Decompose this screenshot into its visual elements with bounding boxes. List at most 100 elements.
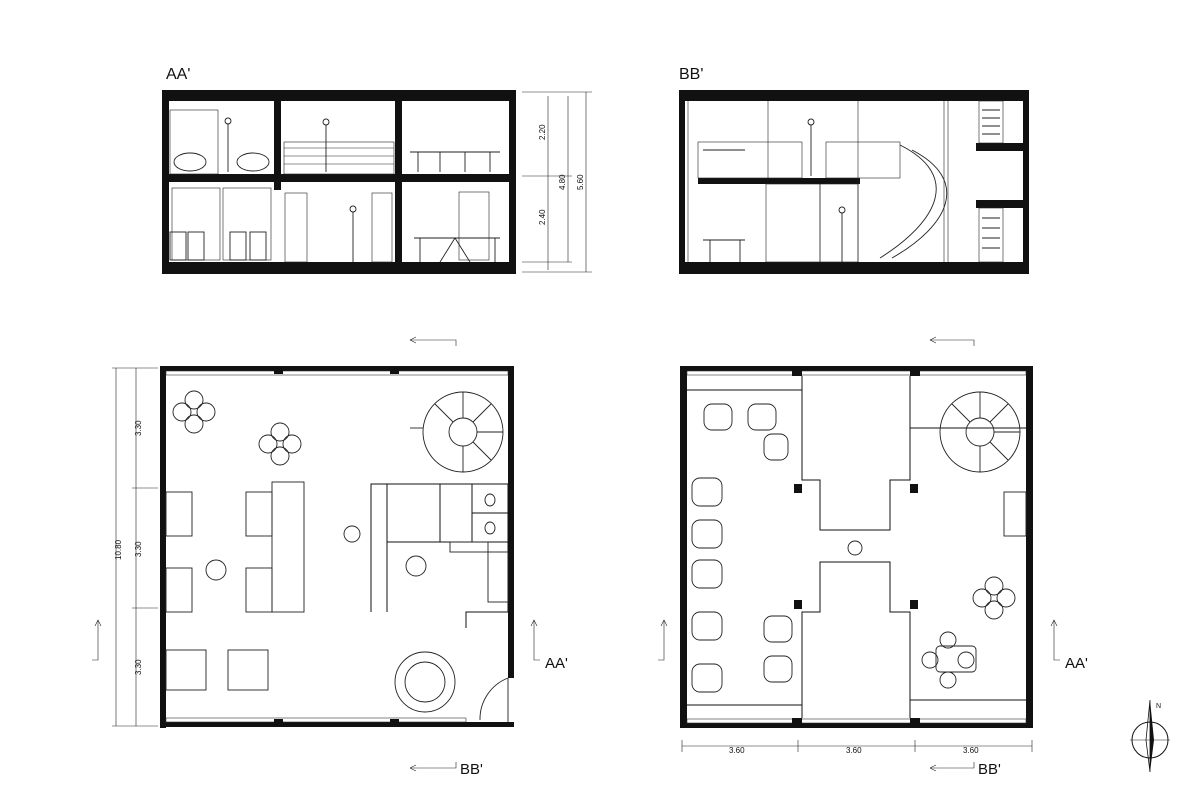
section-bb-title: BB' — [679, 66, 703, 83]
spiral-stair-ground — [410, 391, 504, 473]
plan-wall-east — [508, 366, 514, 678]
bb-stair-treads — [982, 109, 1000, 249]
upper-dimensions: 3.60 3.60 3.60 — [681, 740, 1033, 755]
cut-marker-aa-right — [533, 620, 540, 661]
cut-marker-bb-bottom-upper — [930, 762, 975, 769]
clover-table-2 — [258, 422, 302, 466]
dim-span-2: 3.60 — [846, 746, 862, 755]
upper-side-table — [1003, 491, 1027, 537]
upper-clover-table — [972, 576, 1016, 620]
kitchen-counter — [449, 541, 489, 553]
dining-set-upper — [410, 151, 500, 172]
north-glazing — [165, 370, 509, 376]
plan-wall-north — [160, 366, 514, 371]
north-arrow-needle — [1150, 700, 1154, 772]
upper-wall-north — [680, 366, 1033, 371]
bar-stools — [169, 231, 267, 261]
void-edge-north — [687, 389, 1026, 531]
lower-door — [171, 187, 221, 261]
roof-slab-bb — [679, 90, 1029, 101]
stair-landing — [976, 143, 1024, 151]
south-glazing — [165, 717, 467, 723]
cut-marker-aa-left — [92, 620, 99, 661]
wall-right-bb — [1023, 90, 1029, 274]
north-arrow: N — [1130, 699, 1170, 773]
column-b — [395, 90, 402, 274]
dim-lower-height: 2.40 — [538, 209, 547, 225]
cut-marker-aa-right-upper — [1053, 620, 1060, 661]
person-center — [343, 525, 361, 543]
spiral-stair-upper — [939, 391, 1021, 473]
section-aa: AA' — [162, 66, 592, 274]
plan-wall-south — [160, 722, 514, 727]
entrance-door — [479, 677, 509, 722]
cut-label-bb-ground: BB' — [460, 761, 483, 778]
dim-total-height: 5.60 — [576, 174, 585, 190]
upper-dining-table — [921, 631, 977, 689]
booth-seating — [165, 481, 305, 691]
roof-slab — [162, 90, 516, 101]
dim-span-3: 3.60 — [963, 746, 979, 755]
clover-table-1 — [172, 390, 216, 434]
dim-upper-height: 2.20 — [538, 124, 547, 140]
lower-panel-2 — [371, 192, 393, 263]
wall-left-bb — [679, 90, 685, 274]
column-a — [274, 90, 281, 190]
north-arrow-label: N — [1156, 703, 1161, 710]
stair-landing-2 — [976, 200, 1024, 208]
kitchen-door — [458, 191, 490, 261]
cut-label-bb-upper: BB' — [978, 761, 1001, 778]
person-kitchen — [405, 555, 427, 577]
wall-right — [509, 90, 516, 274]
human-figures — [224, 117, 357, 262]
spiral-stair-section — [879, 144, 937, 259]
upper-wall-west — [680, 366, 687, 728]
round-table — [394, 651, 456, 713]
balcony-railing — [283, 141, 395, 175]
mezzanine-slab — [698, 178, 860, 184]
dim-span-1: 3.60 — [729, 746, 745, 755]
cut-marker-bb-bottom — [410, 762, 457, 769]
person-upper — [847, 540, 863, 556]
dim-bay-2: 3.30 — [134, 541, 143, 557]
wall-left — [162, 90, 169, 274]
floor-slab — [162, 174, 516, 182]
wc-1 — [484, 493, 496, 507]
void-edge-south — [687, 561, 1026, 706]
ground-dimensions: 3.30 3.30 3.30 10.80 — [112, 367, 158, 727]
column-n1 — [274, 366, 283, 374]
lower-door-2 — [222, 187, 272, 261]
upper-floor-plan: 3.60 3.60 3.60 BB' AA' — [658, 336, 1088, 778]
cut-marker-bb-top-upper — [930, 339, 975, 346]
ground-floor-plan: 3.30 3.30 3.30 10.80 BB' AA' — [92, 336, 568, 778]
cut-label-aa-ground: AA' — [545, 655, 568, 672]
aa-dimensions: 2.20 2.40 4.80 5.60 — [522, 91, 592, 273]
ground-slab — [162, 262, 516, 274]
kitchen-counter-2 — [487, 551, 509, 603]
lounge-chairs — [173, 152, 270, 172]
column-n2 — [390, 366, 399, 374]
upper-door-frame — [169, 109, 219, 175]
dim-bay-3: 3.30 — [134, 659, 143, 675]
upper-wall-east — [1026, 366, 1033, 728]
section-aa-title: AA' — [166, 66, 190, 83]
bb-glazing — [687, 100, 1004, 263]
bb-dining — [703, 149, 745, 262]
dim-total-depth: 10.80 — [114, 539, 123, 560]
person-dining — [205, 559, 227, 581]
plan-wall-west — [160, 366, 166, 728]
dining-set-lower — [414, 237, 500, 263]
section-bb: BB' — [679, 66, 1029, 274]
cut-label-aa-upper: AA' — [1065, 655, 1088, 672]
upper-wall-south — [680, 723, 1033, 728]
cut-marker-bb-top — [410, 339, 457, 346]
ground-slab-bb — [679, 262, 1029, 274]
bb-figures — [807, 118, 846, 262]
armchairs-west — [691, 403, 793, 693]
wc-2 — [484, 521, 496, 535]
service-core — [370, 483, 509, 628]
dim-floor-height: 4.80 — [558, 174, 567, 190]
dim-bay-1: 3.30 — [134, 420, 143, 436]
cut-marker-aa-left-upper — [658, 620, 665, 661]
